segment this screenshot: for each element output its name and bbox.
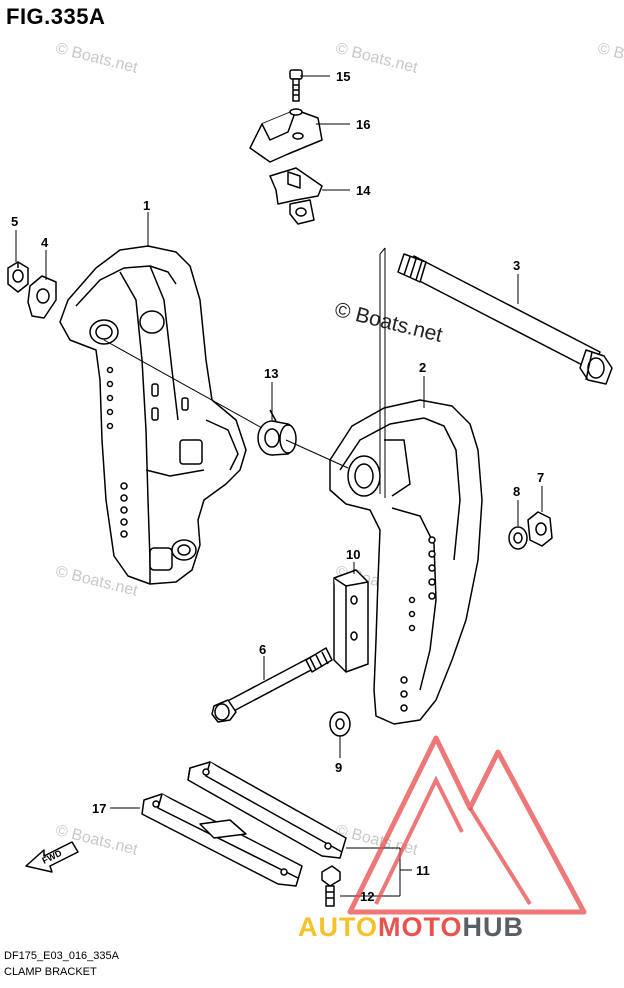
- part-15-bolt[interactable]: [289, 69, 303, 102]
- part-17-plate[interactable]: [141, 793, 303, 887]
- callout-9: 9: [335, 760, 342, 775]
- callout-7: 7: [537, 470, 544, 485]
- part-14-plate[interactable]: [269, 167, 323, 225]
- part-4-washer[interactable]: [27, 275, 57, 319]
- part-3-tilt-shaft[interactable]: [397, 253, 613, 385]
- callout-11: 11: [416, 863, 430, 878]
- part-12-bolt[interactable]: [321, 865, 341, 907]
- callout-16: 16: [356, 117, 370, 132]
- logo-text-hub: HUB: [463, 912, 525, 942]
- part-9-washer[interactable]: [329, 711, 351, 737]
- callout-14: 14: [356, 183, 371, 198]
- callout-6: 6: [259, 642, 266, 657]
- part-5-nut[interactable]: [7, 261, 29, 293]
- part-10-spacer-plate[interactable]: [333, 569, 369, 673]
- axis-line: [379, 247, 386, 255]
- part-7-nut[interactable]: [527, 511, 553, 547]
- automotohub-logo: AUTOMOTOHUB: [298, 735, 587, 942]
- part-11-plate[interactable]: [187, 761, 347, 859]
- callout-2: 2: [419, 360, 426, 375]
- logo-text: AUTOMOTOHUB: [298, 912, 524, 942]
- callout-12: 12: [360, 889, 374, 904]
- figure-name: CLAMP BRACKET: [4, 966, 97, 978]
- callout-15: 15: [336, 69, 350, 84]
- part-13-bushing[interactable]: [257, 409, 297, 456]
- callout-13: 13: [264, 366, 278, 381]
- callout-10: 10: [346, 547, 360, 562]
- callout-1: 1: [143, 198, 150, 213]
- figure-title: FIG.335A: [6, 4, 106, 29]
- callout-3: 3: [513, 258, 520, 273]
- part-1-clamp-bracket-left[interactable]: [59, 245, 247, 585]
- axis-line: [103, 339, 263, 429]
- callout-5: 5: [11, 214, 18, 229]
- part-8-washer[interactable]: [508, 526, 528, 550]
- axis-line: [285, 439, 349, 469]
- logo-text-moto: MOTO: [378, 912, 463, 942]
- part-2-clamp-bracket-right[interactable]: [329, 399, 483, 725]
- figure-code: DF175_E03_016_335A: [4, 950, 119, 962]
- part-16-plate[interactable]: [249, 108, 323, 163]
- callout-17: 17: [92, 801, 106, 816]
- logo-text-auto: AUTO: [298, 912, 378, 942]
- fwd-arrow-icon: FWD: [25, 841, 79, 873]
- callout-4: 4: [41, 235, 49, 250]
- callout-8: 8: [513, 484, 520, 499]
- part-6-long-bolt[interactable]: [211, 647, 333, 723]
